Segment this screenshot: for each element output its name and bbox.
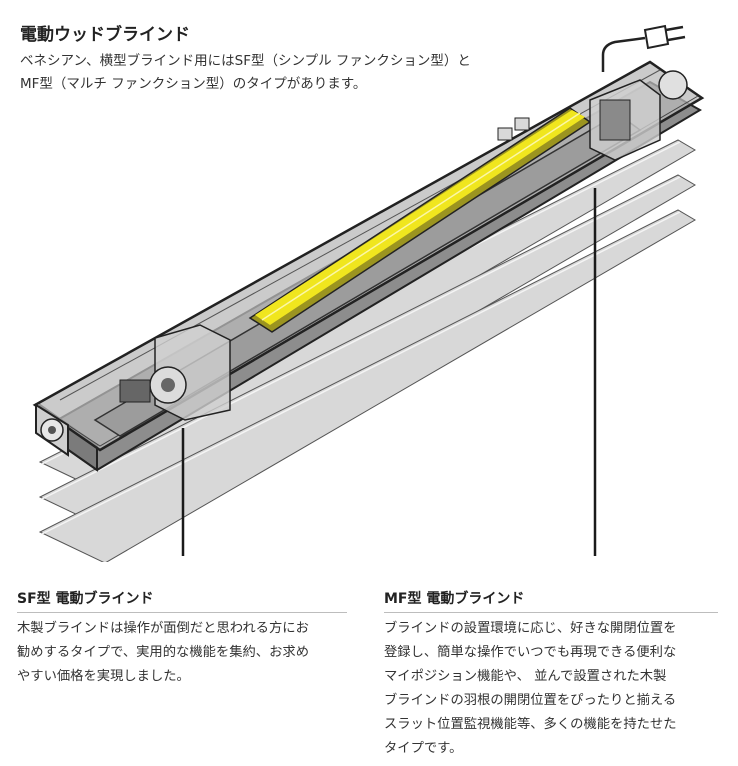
sf-body-line: 勧めするタイプで、実用的な機能を集約、お求め [17,645,309,660]
mf-body-line: ブラインドの羽根の開閉位置をぴったりと揃える [384,693,677,708]
page-title: 電動ウッドブラインド [20,25,190,45]
end-bracket-left [35,403,69,457]
mf-section-body: ブラインドの設置環境に応じ、好きな開閉位置を 登録し、簡単な操作でいつでも再現で… [384,617,718,761]
sf-body-line: 木製ブラインドは操作が面倒だと思われる方にお [17,621,309,636]
power-plug-icon [601,24,686,72]
intro-line-1: ベネシアン、横型ブラインド用にはSF型（シンプル ファンクション型）と [20,53,471,69]
mf-body-line: タイプです。 [384,741,463,756]
mf-body-line: ブラインドの設置環境に応じ、好きな開閉位置を [384,621,677,636]
sf-section: SF型 電動ブラインド 木製ブラインドは操作が面倒だと思われる方にお 勧めするタ… [17,588,347,689]
mf-body-line: 登録し、簡単な操作でいつでも再現できる便利な [384,645,677,660]
intro-line-2: MF型（マルチ ファンクション型）のタイプがあります。 [20,76,367,92]
ladder-cords [181,188,597,556]
mf-section-title: MF型 電動ブラインド [384,588,718,613]
sf-section-title: SF型 電動ブラインド [17,588,347,613]
motor-tube [248,107,592,333]
mf-body-line: マイポジション機能や、 並んで設置された木製 [384,669,667,684]
sf-section-body: 木製ブラインドは操作が面倒だと思われる方にお 勧めするタイプで、実用的な機能を集… [17,617,347,689]
gear-assembly [119,324,231,421]
slat-highlight [41,176,681,500]
mf-body-line: スラット位置監視機能等、多くの機能を持たせた [384,717,677,732]
motor-unit [497,70,688,161]
slat-highlight [41,211,681,535]
blind-cutaway-illustration [32,24,705,562]
intro-text: ベネシアン、横型ブラインド用にはSF型（シンプル ファンクション型）と MF型（… [20,50,540,96]
slat [38,209,696,562]
mf-section: MF型 電動ブラインド ブラインドの設置環境に応じ、好きな開閉位置を 登録し、簡… [384,588,718,761]
sf-body-line: やすい価格を実現しました。 [17,669,190,684]
